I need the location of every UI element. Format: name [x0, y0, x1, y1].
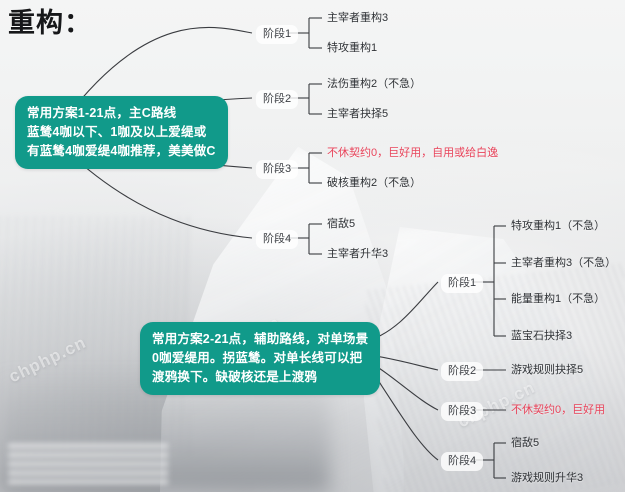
leaf-node[interactable]: 法伤重构2（不急）: [327, 78, 422, 90]
leaf-node[interactable]: 主宰者升华3: [327, 248, 389, 260]
leaf-node[interactable]: 主宰者重构3: [327, 12, 389, 24]
leaf-node[interactable]: 宿敌5: [327, 218, 356, 230]
leaf-node[interactable]: 主宰者重构3（不急）: [511, 257, 617, 269]
leaf-node[interactable]: 特攻重构1: [327, 42, 378, 54]
stage-node[interactable]: 阶段4: [441, 452, 484, 471]
leaf-node[interactable]: 特攻重构1（不急）: [511, 220, 606, 232]
stage-node[interactable]: 阶段2: [441, 362, 484, 381]
leaf-node[interactable]: 宿敌5: [511, 437, 540, 449]
leaf-node[interactable]: 蓝宝石抉择3: [511, 330, 573, 342]
callout-plan-1: 常用方案1-21点，主C路线 蓝鸶4咖以下、1咖及以上爱缇或 有蓝鸶4咖爱缇4咖…: [15, 96, 228, 169]
leaf-node[interactable]: 游戏规则升华3: [511, 472, 584, 484]
leaf-node[interactable]: 主宰者抉择5: [327, 108, 389, 120]
callout-plan-2: 常用方案2-21点，辅助路线，对单场景 0咖爱缇用。拐蓝鸶。对单长线可以把 渡鸦…: [140, 322, 381, 395]
page-title: 重构：: [8, 8, 92, 38]
background-bottom-strip: [8, 440, 168, 484]
stage-node[interactable]: 阶段3: [441, 402, 484, 421]
stage-node[interactable]: 阶段2: [256, 90, 299, 109]
stage-node[interactable]: 阶段1: [441, 274, 484, 293]
leaf-node[interactable]: 破核重构2（不急）: [327, 177, 422, 189]
leaf-node-highlighted[interactable]: 不休契约0，巨好用，自用或给白逸: [327, 147, 499, 159]
stage-node[interactable]: 阶段1: [256, 25, 299, 44]
leaf-node-highlighted[interactable]: 不休契约0，巨好用: [511, 404, 606, 416]
stage-node[interactable]: 阶段3: [256, 160, 299, 179]
leaf-node[interactable]: 能量重构1（不急）: [511, 293, 606, 305]
leaf-node[interactable]: 游戏规则抉择5: [511, 364, 584, 376]
stage-node[interactable]: 阶段4: [256, 230, 299, 249]
